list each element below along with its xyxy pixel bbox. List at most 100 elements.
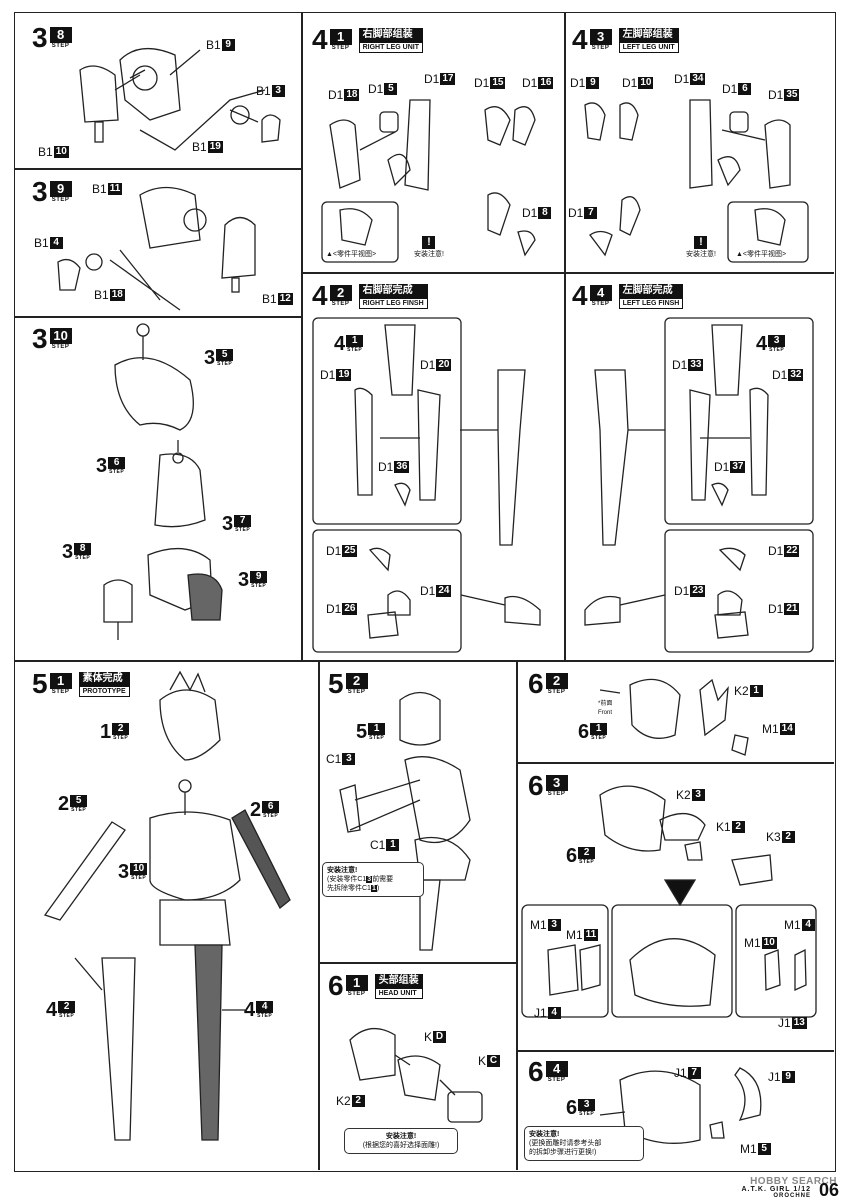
step-major: 4 xyxy=(572,24,588,55)
ref-label: STEP xyxy=(109,469,125,475)
part-num: 23 xyxy=(690,585,706,597)
step-label: STEP xyxy=(331,300,350,307)
divider xyxy=(14,316,302,318)
part-num: 10 xyxy=(53,146,69,158)
part-num: 32 xyxy=(788,369,804,381)
page-frame xyxy=(14,12,836,1172)
part-num: 19 xyxy=(336,369,352,381)
page-number: 06 xyxy=(818,1180,839,1200)
part-num: 36 xyxy=(394,461,410,473)
divider xyxy=(301,272,834,274)
step-major: 6 xyxy=(328,970,344,1001)
title-cn: 头部组装 xyxy=(374,973,423,988)
step-minor: 3 xyxy=(589,28,612,45)
part-num: 5 xyxy=(757,1143,771,1155)
part-num: 9 xyxy=(586,77,600,89)
part-num: 9 xyxy=(221,39,235,51)
step-minor: 2 xyxy=(329,284,352,301)
part-num: 11 xyxy=(583,929,599,941)
ref-label: STEP xyxy=(579,859,595,865)
part-num: 22 xyxy=(784,545,800,557)
note-title: 安装注意! xyxy=(327,867,358,874)
note-title: 安装注意! xyxy=(529,1131,560,1138)
title-en: HEAD UNIT xyxy=(374,987,423,999)
step-major: 6 xyxy=(528,770,544,801)
part-code: J1 xyxy=(534,1006,547,1020)
part-num: 1 xyxy=(749,685,763,697)
divider xyxy=(318,660,320,1170)
ref-label: STEP xyxy=(131,875,147,881)
part-num: 17 xyxy=(440,73,456,85)
warning-icon: ! xyxy=(422,236,436,249)
ref-minor: 2 xyxy=(112,723,130,735)
ref-minor: 6 xyxy=(108,457,126,469)
divider xyxy=(564,12,566,660)
ref-minor: 6 xyxy=(262,801,280,813)
part-code: K xyxy=(424,1030,433,1044)
part-num: 3 xyxy=(271,85,285,97)
ref-label: STEP xyxy=(113,735,129,741)
part-code: D1 xyxy=(568,206,584,220)
step-label: STEP xyxy=(331,44,350,51)
divider xyxy=(14,660,834,662)
part-code: D1 xyxy=(768,88,784,102)
head-install-note: 安装注意! (根据您的喜好选择面雕!) xyxy=(344,1128,458,1154)
ref-label: STEP xyxy=(251,583,267,589)
step-minor: 1 xyxy=(329,28,352,45)
part-num: 3 xyxy=(547,919,561,931)
part-num: 16 xyxy=(538,77,554,89)
ref-label: STEP xyxy=(769,347,785,353)
part-num: 11 xyxy=(107,183,123,195)
ref-label: STEP xyxy=(235,527,251,533)
step-minor: 1 xyxy=(49,672,72,689)
ref-minor: 5 xyxy=(70,795,88,807)
part-code: D1 xyxy=(474,76,490,90)
step-label: STEP xyxy=(547,688,566,695)
part-code: D1 xyxy=(622,76,638,90)
note-text: (根据您的喜好选择面雕!) xyxy=(362,1142,440,1149)
part-code: J1 xyxy=(768,1070,781,1084)
ref-label: STEP xyxy=(591,735,607,741)
ref-major: 6 xyxy=(566,1097,577,1119)
step-label: STEP xyxy=(347,990,366,997)
title-cn: 左脚部完成 xyxy=(618,283,684,298)
part-code: D1 xyxy=(672,358,688,372)
ref-minor: 1 xyxy=(590,723,608,735)
part-code: D1 xyxy=(326,602,342,616)
part-code: B1 xyxy=(262,292,277,306)
part-code: B1 xyxy=(94,288,109,302)
step-label: STEP xyxy=(591,300,610,307)
ref-major: 5 xyxy=(356,721,367,743)
part-num: 2 xyxy=(781,831,795,843)
part-code: D1 xyxy=(768,602,784,616)
